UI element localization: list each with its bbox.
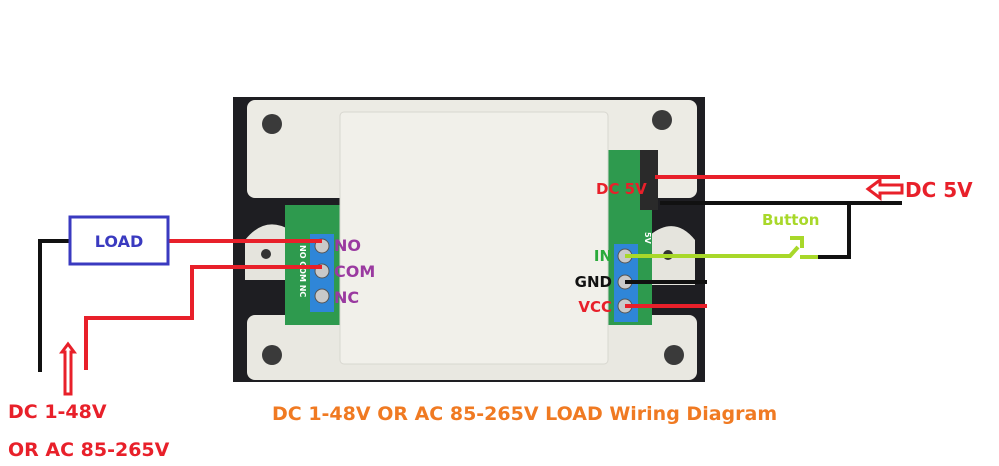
load-box [68, 215, 170, 266]
enclosure-lid [339, 111, 609, 365]
input-silkscreen: 5V [643, 232, 652, 245]
terminal-gnd-label: GND [575, 273, 612, 291]
terminal-vcc-label: VCC [578, 298, 612, 316]
terminal-nc-label: NC [334, 288, 359, 307]
up-arrow-icon [59, 341, 77, 396]
load-label: LOAD [95, 232, 143, 251]
power-in-label: DC 5V [905, 178, 973, 202]
load-supply-line2: OR AC 85-265V [8, 439, 170, 461]
relay-module: NO COM NC 5V [233, 97, 705, 382]
terminal-no-label: NO [334, 236, 361, 255]
board-power-label: DC 5V [596, 180, 647, 198]
diagram-title: DC 1-48V OR AC 85-265V LOAD Wiring Diagr… [272, 403, 777, 425]
relay-silkscreen: NO COM NC [298, 245, 307, 297]
terminal-com-label: COM [334, 262, 375, 281]
terminal-in-label: IN [594, 247, 612, 265]
button-label: Button [762, 211, 819, 229]
load-supply-line1: DC 1-48V [8, 401, 107, 423]
input-wiring [625, 175, 902, 308]
left-arrow-icon [865, 177, 904, 201]
load-wiring [38, 239, 322, 372]
